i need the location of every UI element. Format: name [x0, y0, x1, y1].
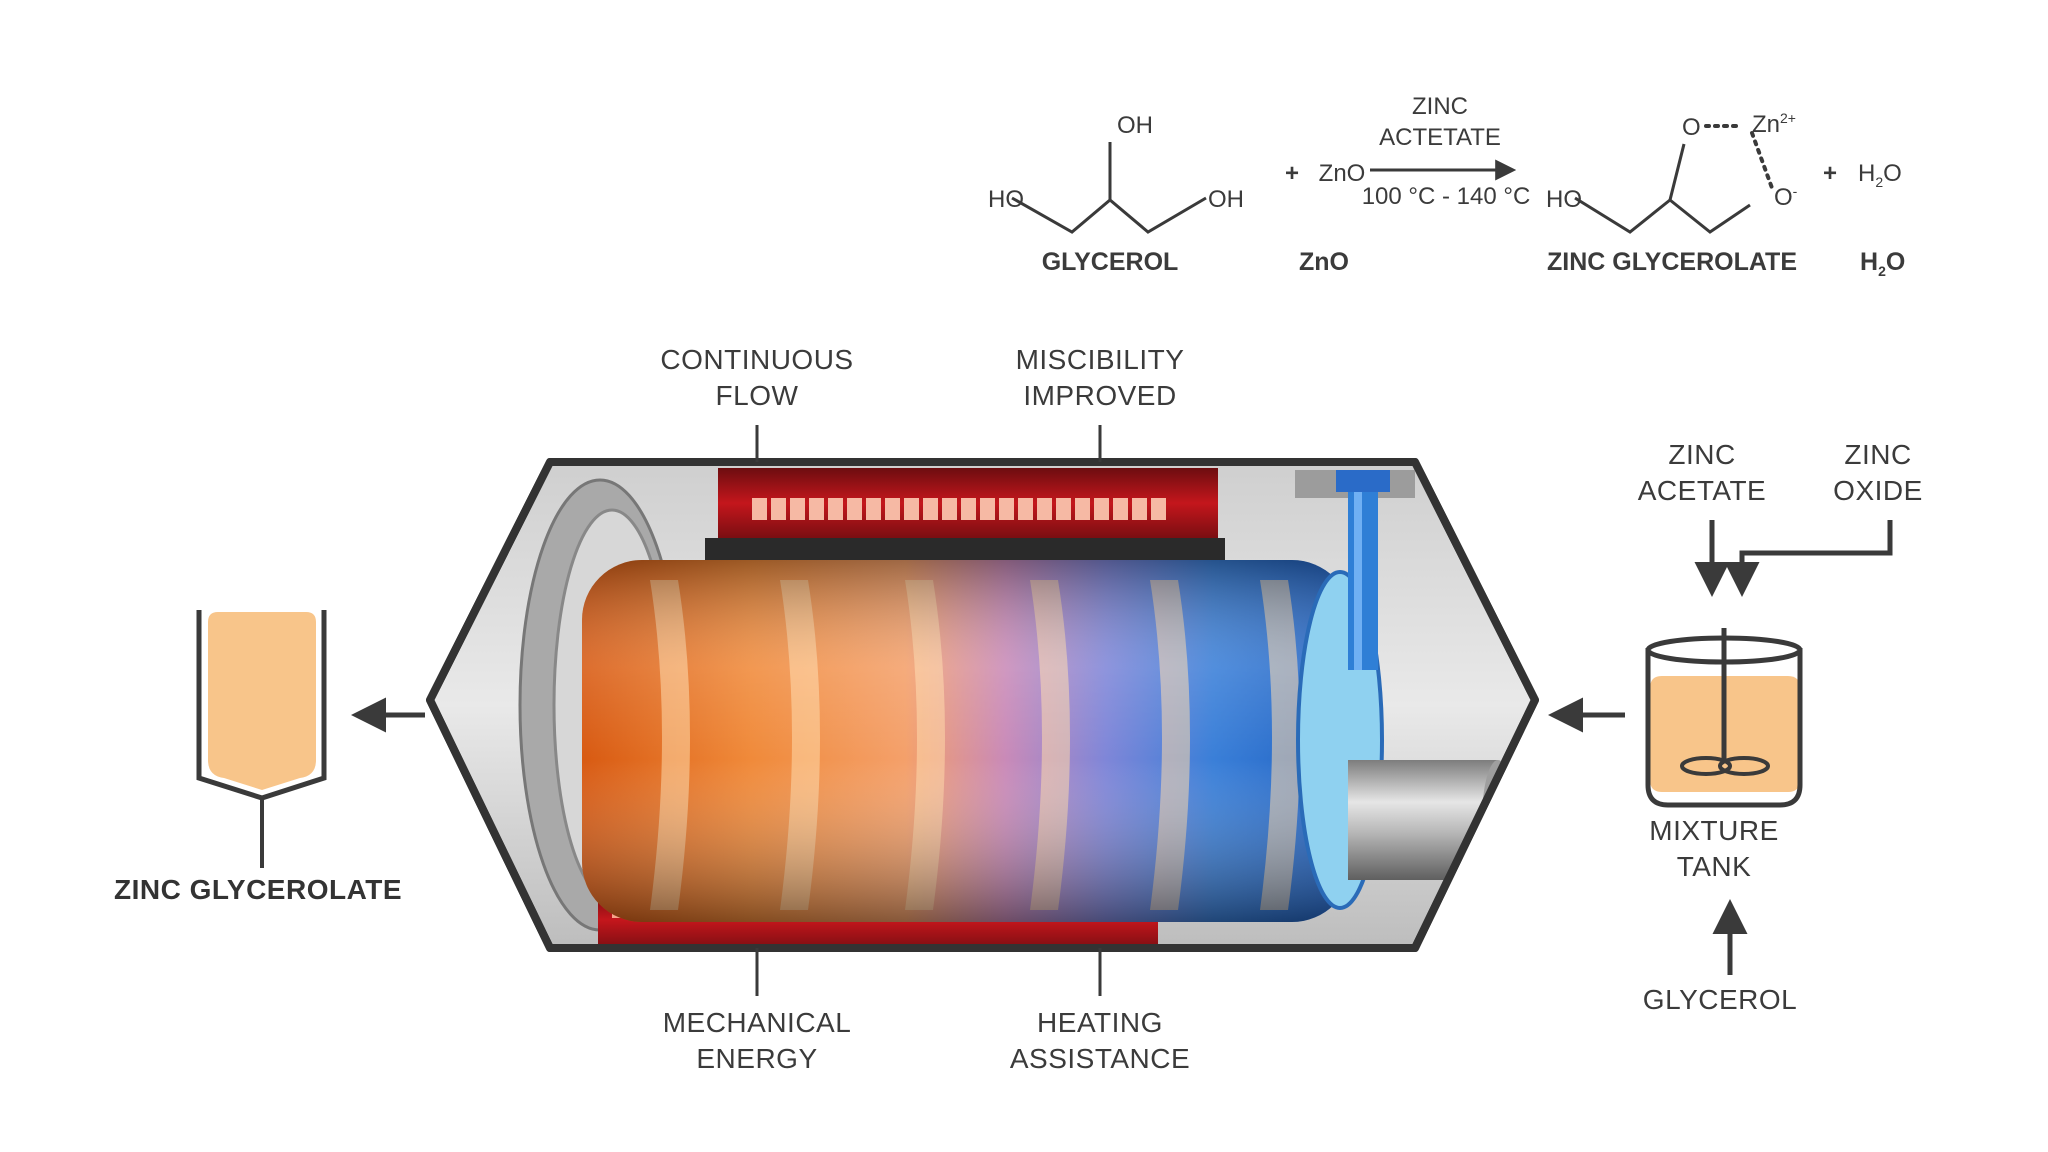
feed-port-pipe [1348, 470, 1378, 670]
heater-coil [904, 498, 919, 520]
heater-coil [1151, 498, 1166, 520]
glycerol-ho-left: HO [988, 186, 1024, 213]
product-vessel [196, 610, 327, 868]
plus-sign-2: + [1822, 160, 1838, 187]
stirrer-blade-right [1718, 756, 1770, 776]
glycerol-oh-right: OH [1208, 186, 1244, 213]
heater-coil [809, 498, 824, 520]
heater-coil [828, 498, 843, 520]
zno-reactant: ZnO [1318, 160, 1366, 187]
glycerol-oh-top: OH [1117, 112, 1153, 139]
reactor-housing-outline [426, 458, 1539, 952]
name-zno: ZnO [1299, 248, 1349, 276]
heater-coil [1056, 498, 1071, 520]
product-o-bottom: O- [1774, 183, 1798, 211]
mixture-tank-outline [1645, 648, 1803, 808]
product-zn: Zn2+ [1752, 110, 1796, 138]
catalyst-line-1: ZINC [1412, 93, 1468, 120]
label-zinc-glycerolate-output: ZINC GLYCEROLATE [113, 874, 403, 905]
label-mechanical-energy: MECHANICAL ENERGY [662, 1007, 852, 1074]
heater-coil [980, 498, 995, 520]
heater-coil [1075, 498, 1090, 520]
equation [1011, 124, 1774, 234]
plus-sign-1: + [1284, 160, 1300, 187]
feed-port-collar [1336, 470, 1390, 492]
water-formula: H2O [1858, 160, 1902, 190]
heater-coil [942, 498, 957, 520]
heater-coil [1094, 498, 1109, 520]
name-glycerol: GLYCEROL [1041, 248, 1179, 276]
catalyst-line-2: ACTETATE [1379, 124, 1501, 151]
product-o-bond [1668, 143, 1686, 201]
product-skeleton [1574, 196, 1751, 234]
glycerol-skeleton [1011, 196, 1207, 234]
stirrer-blade-left [1680, 756, 1732, 776]
mixture-tank [1645, 628, 1803, 808]
label-heating-assistance: HEATING ASSISTANCE [1009, 1007, 1191, 1074]
heater-coil [771, 498, 786, 520]
heater-coil [1037, 498, 1052, 520]
heater-coil [790, 498, 805, 520]
heater-coil [961, 498, 976, 520]
top-heater-coils [752, 498, 1166, 520]
heater-coil [847, 498, 862, 520]
heater-coil [885, 498, 900, 520]
heater-coil [866, 498, 881, 520]
product-vessel-fill [208, 612, 316, 790]
label-glycerol: GLYCEROL [1642, 984, 1798, 1015]
label-zinc-oxide: ZINC OXIDE [1833, 439, 1923, 506]
label-zinc-acetate: ZINC ACETATE [1637, 439, 1767, 506]
barrel-shading [582, 560, 1352, 922]
name-zinc-glycerolate: ZINC GLYCEROLATE [1546, 248, 1798, 276]
label-miscibility-improved: MISCIBILITY IMPROVED [1015, 344, 1185, 411]
label-continuous-flow: CONTINUOUS FLOW [660, 344, 854, 411]
feed-port-pipe-highlight [1354, 470, 1362, 670]
reactor [426, 458, 1539, 952]
reaction-conditions: 100 °C - 140 °C [1361, 183, 1531, 210]
heater-coil [1132, 498, 1147, 520]
name-water: H2O [1860, 248, 1906, 279]
product-o-top: O [1682, 114, 1701, 141]
heater-coil [1018, 498, 1033, 520]
heater-coil [752, 498, 767, 520]
heater-coil [923, 498, 938, 520]
heater-coil [999, 498, 1014, 520]
product-ho: HO [1546, 186, 1582, 213]
product-coordination-bond [1704, 124, 1774, 190]
zinc-oxide-arrow [1724, 520, 1893, 597]
heater-coil [1113, 498, 1128, 520]
label-mixture-tank: MIXTURE TANK [1649, 815, 1779, 882]
